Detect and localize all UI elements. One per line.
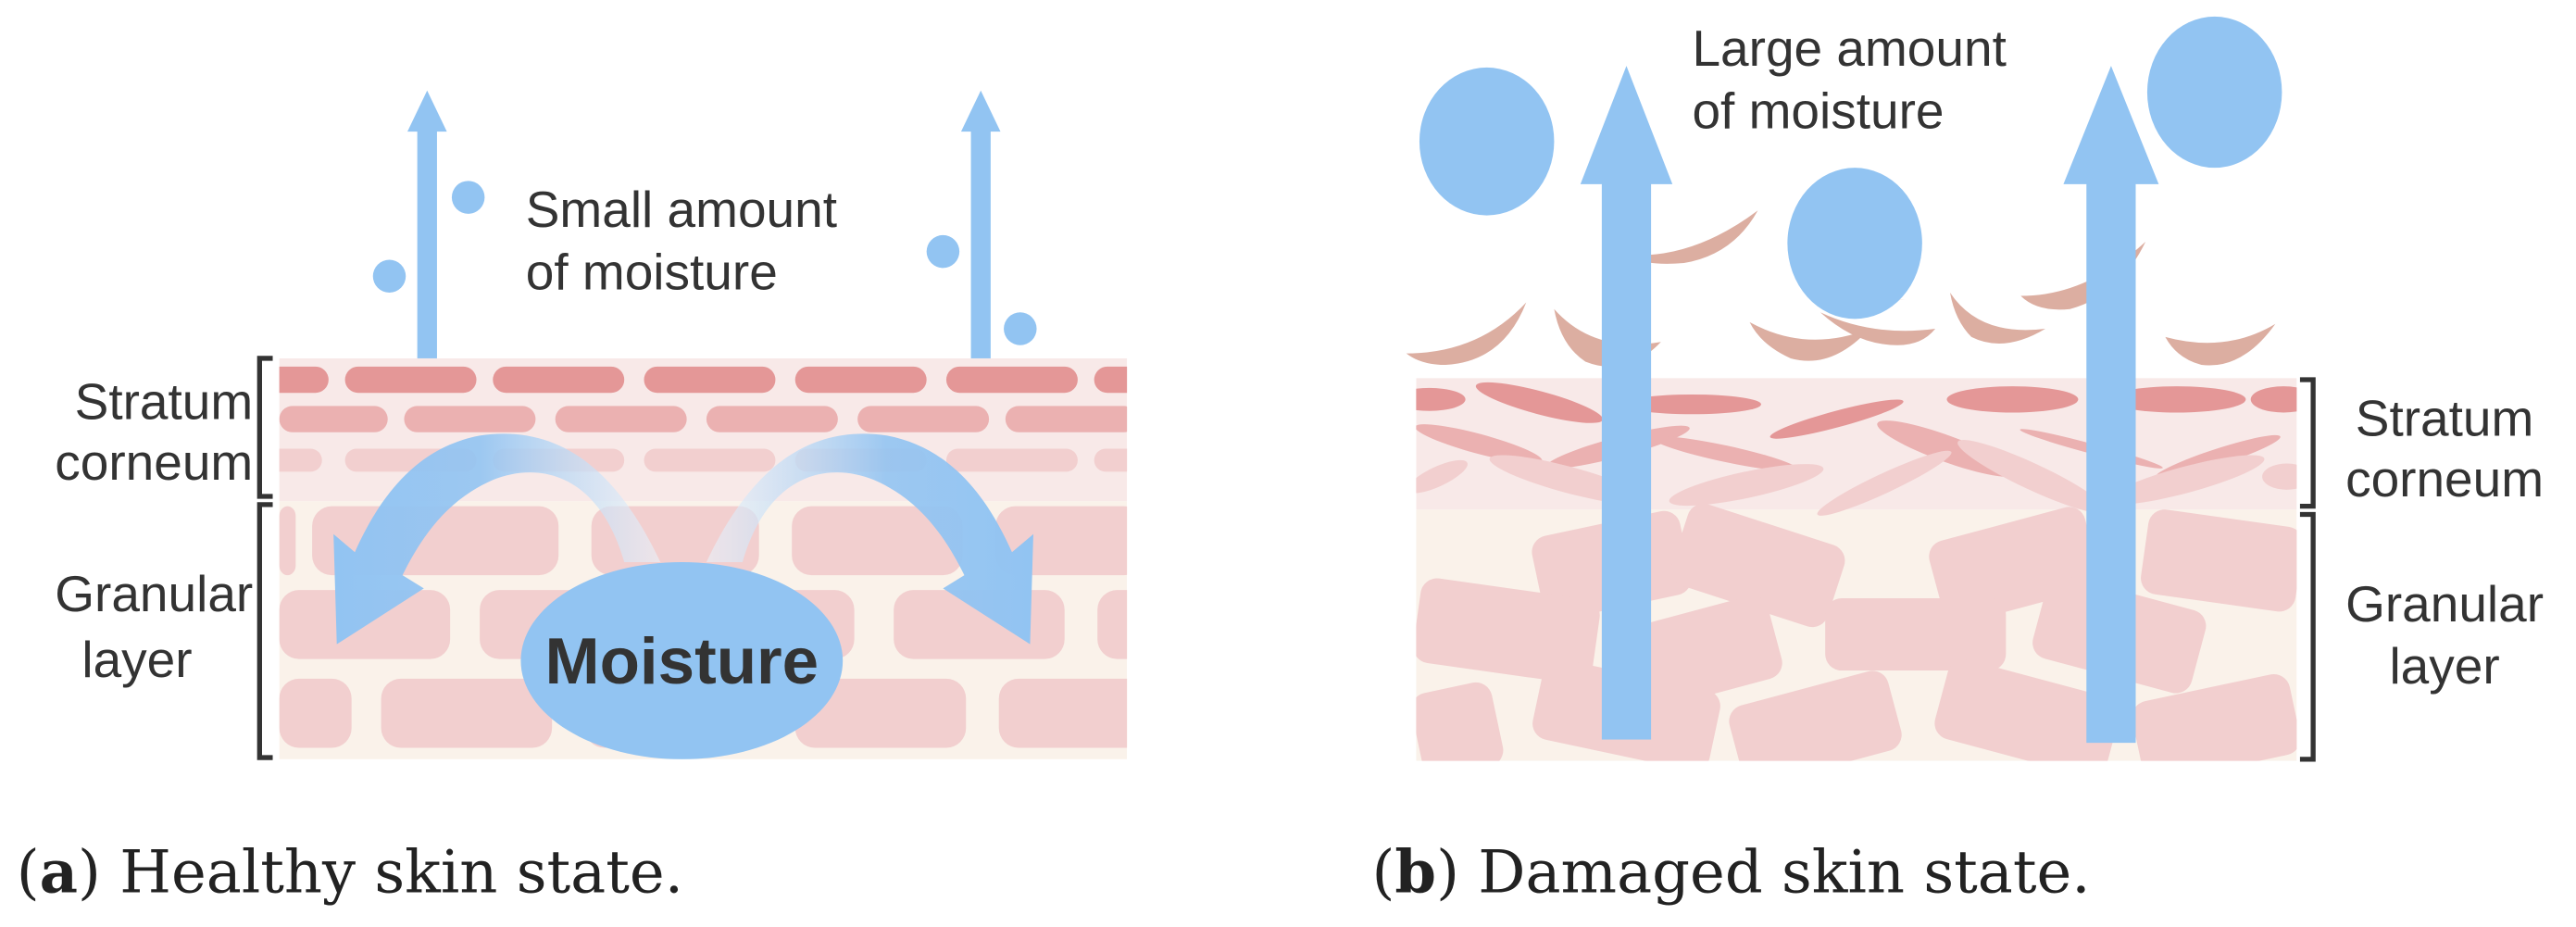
panel-a-healthy: Moisture Small amount of moisture Stratu… (17, 90, 1128, 908)
caption-text: Damaged skin state. (1459, 839, 2091, 908)
stratum-label-line1: Stratum (2356, 389, 2534, 446)
water-droplet (926, 234, 960, 269)
up-arrow-shaft (970, 128, 991, 358)
water-droplet (451, 181, 485, 214)
water-droplet-large (1419, 67, 1555, 216)
bracket-granular-a (256, 502, 273, 760)
stratum-label-line2: corneum (55, 433, 253, 491)
bracket-stratum-b (2299, 377, 2316, 509)
moisture-label: Moisture (544, 625, 819, 698)
caption-text: Healthy skin state. (101, 839, 683, 908)
granular-label-line2: layer (2389, 637, 2499, 695)
moisture-reservoir (520, 561, 844, 759)
corneocyte-row-3 (279, 448, 1128, 472)
stratum-label-line2: corneum (2345, 450, 2544, 507)
water-droplet-large (1787, 168, 1922, 319)
up-arrow-shaft (2086, 181, 2136, 744)
bracket-granular-b (2299, 511, 2316, 762)
water-droplet-large (2146, 16, 2282, 169)
water-droplet (1004, 312, 1037, 345)
up-arrow-head (960, 90, 1001, 132)
annotation-small-line2: of moisture (526, 243, 778, 300)
caption-b: (b) Damaged skin state. (1371, 838, 2090, 908)
caption-letter: a (40, 838, 78, 908)
curved-arrow-right (706, 433, 1033, 645)
bracket-stratum-a (256, 356, 273, 499)
caption-letter: b (1394, 838, 1436, 908)
up-arrow-shaft (1601, 181, 1652, 740)
caption-a: (a) Healthy skin state. (17, 838, 683, 908)
annotation-small-line1: Small amount (526, 181, 837, 238)
skin-layers-a (279, 357, 1128, 759)
corneocyte-row-2 (279, 406, 1128, 432)
granular-label-line1: Granular (55, 565, 253, 622)
annotation-large-line1: Large amount (1692, 19, 2006, 77)
granular-label-line2: layer (81, 631, 192, 688)
corneocyte-row-1 (279, 366, 1128, 394)
granular-label-line1: Granular (2345, 575, 2544, 633)
evaporation-arrows-b (1419, 16, 2282, 744)
stratum-label-line1: Stratum (75, 373, 254, 431)
evaporation-arrows-a (372, 90, 1037, 358)
water-droplet (372, 259, 406, 293)
up-arrow-head (407, 90, 447, 132)
curved-arrow-left (333, 433, 661, 645)
skin-layers-b (1416, 378, 2297, 761)
annotation-large-line2: of moisture (1692, 82, 1944, 140)
up-arrow-head (2063, 66, 2159, 184)
up-arrow-shaft (417, 128, 437, 358)
up-arrow-head (1580, 66, 1673, 184)
panel-b-damaged: Large amount of moisture Stratum corneum… (1371, 16, 2544, 908)
